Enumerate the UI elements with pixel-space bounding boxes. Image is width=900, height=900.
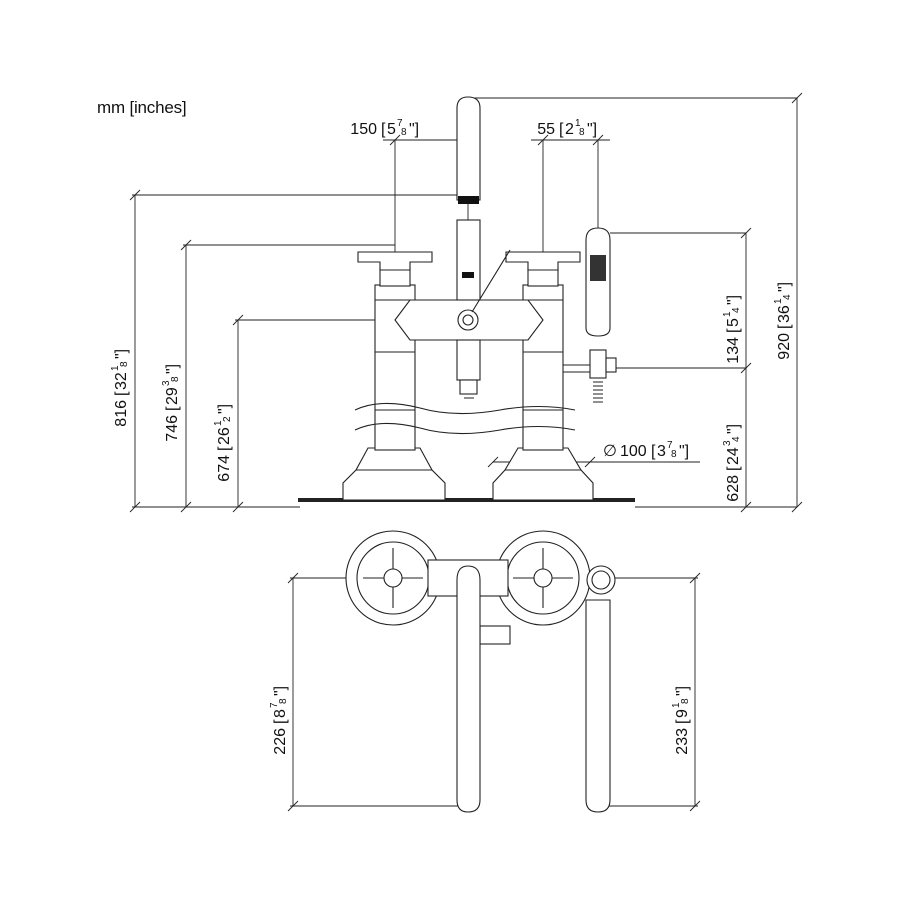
svg-text:8: 8: [671, 449, 677, 460]
dim-150: 150 [ 5 7 8 "]: [350, 118, 419, 138]
dim-746: 746 [ 29 3 8 "]: [161, 364, 181, 442]
right-valve: [492, 251, 594, 501]
svg-text:26: 26: [216, 427, 233, 445]
svg-text:"]: "]: [587, 121, 597, 138]
svg-text:32: 32: [113, 372, 130, 390]
svg-text:1: 1: [110, 365, 121, 371]
svg-text:36: 36: [776, 305, 793, 323]
svg-text:4: 4: [782, 294, 793, 300]
svg-text:150: 150: [350, 121, 377, 138]
svg-text:1: 1: [773, 298, 784, 304]
svg-text:55: 55: [537, 121, 555, 138]
left-valve: [342, 251, 446, 501]
svg-text:3: 3: [657, 443, 666, 460]
svg-text:4: 4: [731, 307, 742, 313]
dim-920: 920 [ 36 1 4 "]: [773, 282, 793, 360]
svg-text:7: 7: [397, 118, 403, 129]
dim-233: 233 [ 9 1 8 "]: [671, 686, 691, 755]
svg-text:[: [: [776, 324, 793, 329]
svg-text:4: 4: [731, 436, 742, 442]
svg-text:1: 1: [722, 311, 733, 317]
hand-shower-top: [585, 599, 611, 813]
svg-text:2: 2: [565, 121, 574, 138]
left-rosette: [345, 530, 441, 626]
svg-text:674: 674: [216, 455, 233, 482]
svg-text:[: [: [725, 466, 742, 471]
svg-text:[: [: [216, 446, 233, 451]
svg-text:2: 2: [222, 416, 233, 422]
dim-674: 674 [ 26 1 2 "]: [213, 404, 233, 482]
svg-text:[: [: [674, 719, 691, 724]
svg-text:8: 8: [119, 361, 130, 367]
svg-text:8: 8: [170, 376, 181, 382]
svg-text:100: 100: [620, 443, 647, 460]
svg-text:"]: "]: [674, 686, 691, 696]
svg-text:5: 5: [387, 121, 396, 138]
svg-text:[: [: [113, 391, 130, 396]
svg-text:9: 9: [674, 709, 691, 718]
svg-text:746: 746: [164, 415, 181, 442]
dim-134: 134 [ 5 1 4 "]: [722, 295, 742, 364]
dim-226: 226 [ 8 7 8 "]: [269, 686, 289, 755]
svg-text:816: 816: [113, 400, 130, 427]
svg-text:[: [: [381, 121, 386, 138]
svg-text:3: 3: [722, 440, 733, 446]
svg-text:29: 29: [164, 387, 181, 405]
svg-text:3: 3: [161, 380, 172, 386]
deck-plate: [298, 498, 635, 502]
svg-text:233: 233: [674, 728, 691, 755]
dim-55: 55 [ 2 1 8 "]: [537, 118, 597, 138]
svg-text:"]: "]: [409, 121, 419, 138]
svg-text:"]: "]: [164, 364, 181, 374]
svg-text:226: 226: [272, 728, 289, 755]
svg-text:"]: "]: [776, 282, 793, 292]
svg-text:7: 7: [269, 702, 280, 708]
break-line: [354, 402, 576, 415]
svg-text:8: 8: [579, 127, 585, 138]
dim-diameter-100: ∅ 100 [ 3 7 8 "]: [603, 440, 689, 460]
svg-text:[: [: [164, 406, 181, 411]
units-label: mm [inches]: [97, 98, 187, 117]
svg-text:∅: ∅: [603, 443, 617, 460]
svg-text:134: 134: [725, 337, 742, 364]
front-elevation: [129, 92, 803, 513]
svg-text:5: 5: [725, 318, 742, 327]
dim-628: 628 [ 24 3 4 "]: [722, 424, 742, 502]
svg-text:1: 1: [671, 702, 682, 708]
svg-text:"]: "]: [679, 443, 689, 460]
svg-text:[: [: [651, 443, 656, 460]
svg-text:8: 8: [401, 127, 407, 138]
spout-column: [456, 96, 481, 399]
svg-text:[: [: [272, 719, 289, 724]
svg-text:1: 1: [213, 420, 224, 426]
svg-text:"]: "]: [216, 404, 233, 414]
svg-text:"]: "]: [113, 349, 130, 359]
svg-text:24: 24: [725, 447, 742, 465]
spout-top: [456, 565, 481, 813]
hand-shower: [563, 227, 617, 403]
svg-text:920: 920: [776, 333, 793, 360]
dim-816: 816 [ 32 1 8 "]: [110, 349, 130, 427]
top-view: [287, 530, 701, 813]
extension-lines-top: [287, 572, 701, 812]
svg-text:8: 8: [272, 709, 289, 718]
svg-text:[: [: [559, 121, 564, 138]
svg-text:628: 628: [725, 475, 742, 502]
svg-text:[: [: [725, 328, 742, 333]
svg-text:"]: "]: [272, 686, 289, 696]
right-rosette: [495, 530, 591, 626]
svg-text:8: 8: [278, 698, 289, 704]
svg-text:7: 7: [667, 440, 673, 451]
svg-text:8: 8: [680, 698, 691, 704]
svg-text:"]: "]: [725, 295, 742, 305]
svg-text:1: 1: [575, 118, 581, 129]
svg-text:"]: "]: [725, 424, 742, 434]
